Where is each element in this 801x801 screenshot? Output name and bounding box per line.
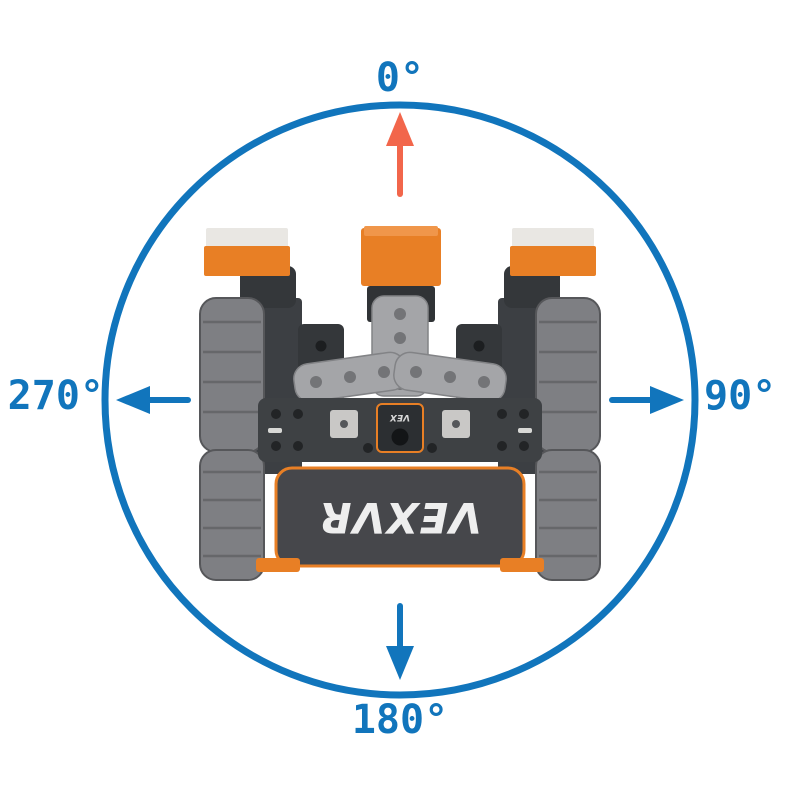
robot-mid-row-plate-left-screw	[340, 420, 348, 428]
robot-angled-beam-right-hole-2	[444, 371, 456, 383]
robot-cap-left-top	[206, 228, 288, 248]
robot-center-beam-hole-2	[394, 332, 406, 344]
arrow-180-deg-head	[386, 646, 414, 680]
robot-eye-module-label: VEX	[389, 412, 410, 422]
robot-cap-right-body	[510, 246, 596, 276]
arrow-0-deg	[386, 112, 414, 197]
robot-eye-lens	[391, 428, 409, 446]
robot-wheel-left-lower	[199, 449, 265, 581]
robot-mid-row-hole-4	[293, 441, 303, 451]
robot-wheel-right-lower	[535, 449, 601, 581]
degree-label-270: 270°	[7, 373, 104, 419]
heading-circle	[101, 101, 699, 699]
arrow-90-deg-head	[650, 386, 684, 414]
robot-wheels-right	[535, 297, 601, 581]
robot-cap-center-top	[364, 226, 438, 236]
robot-bracket-right-hole-1	[473, 340, 485, 352]
robot-cap-right	[510, 228, 596, 276]
robot-bottom-plate: VEXVR	[274, 466, 526, 568]
robot-mid-row-hole-7	[497, 441, 507, 451]
robot-wheel-left-treads	[203, 320, 261, 558]
robot-mid-row-hole-1	[271, 409, 281, 419]
robot-mid-row-hole-3	[271, 441, 281, 451]
robot-angled-beam-left-hole-1	[310, 376, 322, 388]
arrow-180-deg	[386, 603, 414, 680]
robot-mid-row-hole-8	[519, 441, 529, 451]
robot-eye-module: VEX	[376, 403, 424, 453]
robot-graphic: VEX VEXVR	[199, 226, 601, 581]
robot-mid-row-hole-10	[427, 443, 437, 453]
robot-angled-beam-right-hole-1	[410, 366, 422, 378]
robot-elbow-left	[240, 266, 296, 308]
degree-label-0: 0°	[375, 55, 425, 101]
robot-mid-row-hole-9	[363, 443, 373, 453]
robot-mid-row-hole-2	[293, 409, 303, 419]
robot-mid-row-plate-right-screw	[452, 420, 460, 428]
degree-label-180: 180°	[351, 697, 449, 743]
robot-mid-row-plate-left	[330, 410, 358, 438]
robot-mid-row-hole-6	[519, 409, 529, 419]
degree-label-90: 90°	[704, 373, 777, 419]
robot-mid-row-hole-5	[497, 409, 507, 419]
robot-eye-module-body	[376, 403, 424, 453]
robot-angled-beam-left-hole-3	[378, 366, 390, 378]
robot-angled-beam-right-hole-3	[478, 376, 490, 388]
robot-mid-row-plate-right	[442, 410, 470, 438]
arrow-270-deg-head	[116, 386, 150, 414]
robot-mid-row-dash-left	[268, 428, 282, 433]
robot-base-strip-left	[256, 558, 300, 572]
robot-cap-left	[204, 228, 290, 276]
robot-cap-center-body	[361, 228, 441, 286]
robot-logo-text: VEXVR	[318, 493, 481, 542]
robot-elbow-right	[504, 266, 560, 308]
robot-mid-row-dash-right	[518, 428, 532, 433]
arrow-0-deg-head	[386, 112, 414, 146]
robot-cap-left-body	[204, 246, 290, 276]
robot-wheel-right-treads	[539, 320, 597, 558]
robot-cap-right-top	[512, 228, 594, 248]
robot-angled-beam-left-hole-2	[344, 371, 356, 383]
arrow-270-deg	[116, 386, 191, 414]
arrow-90-deg	[609, 386, 684, 414]
robot-wheels-left	[199, 297, 265, 581]
robot-base-strip-right	[500, 558, 544, 572]
robot-angled-beam-right	[393, 351, 507, 403]
robot-bottom-plate-body	[274, 466, 526, 568]
robot-center-beam-hole-1	[394, 308, 406, 320]
robot-angled-beam-left	[293, 351, 407, 403]
robot-bracket-left-hole-1	[315, 340, 327, 352]
